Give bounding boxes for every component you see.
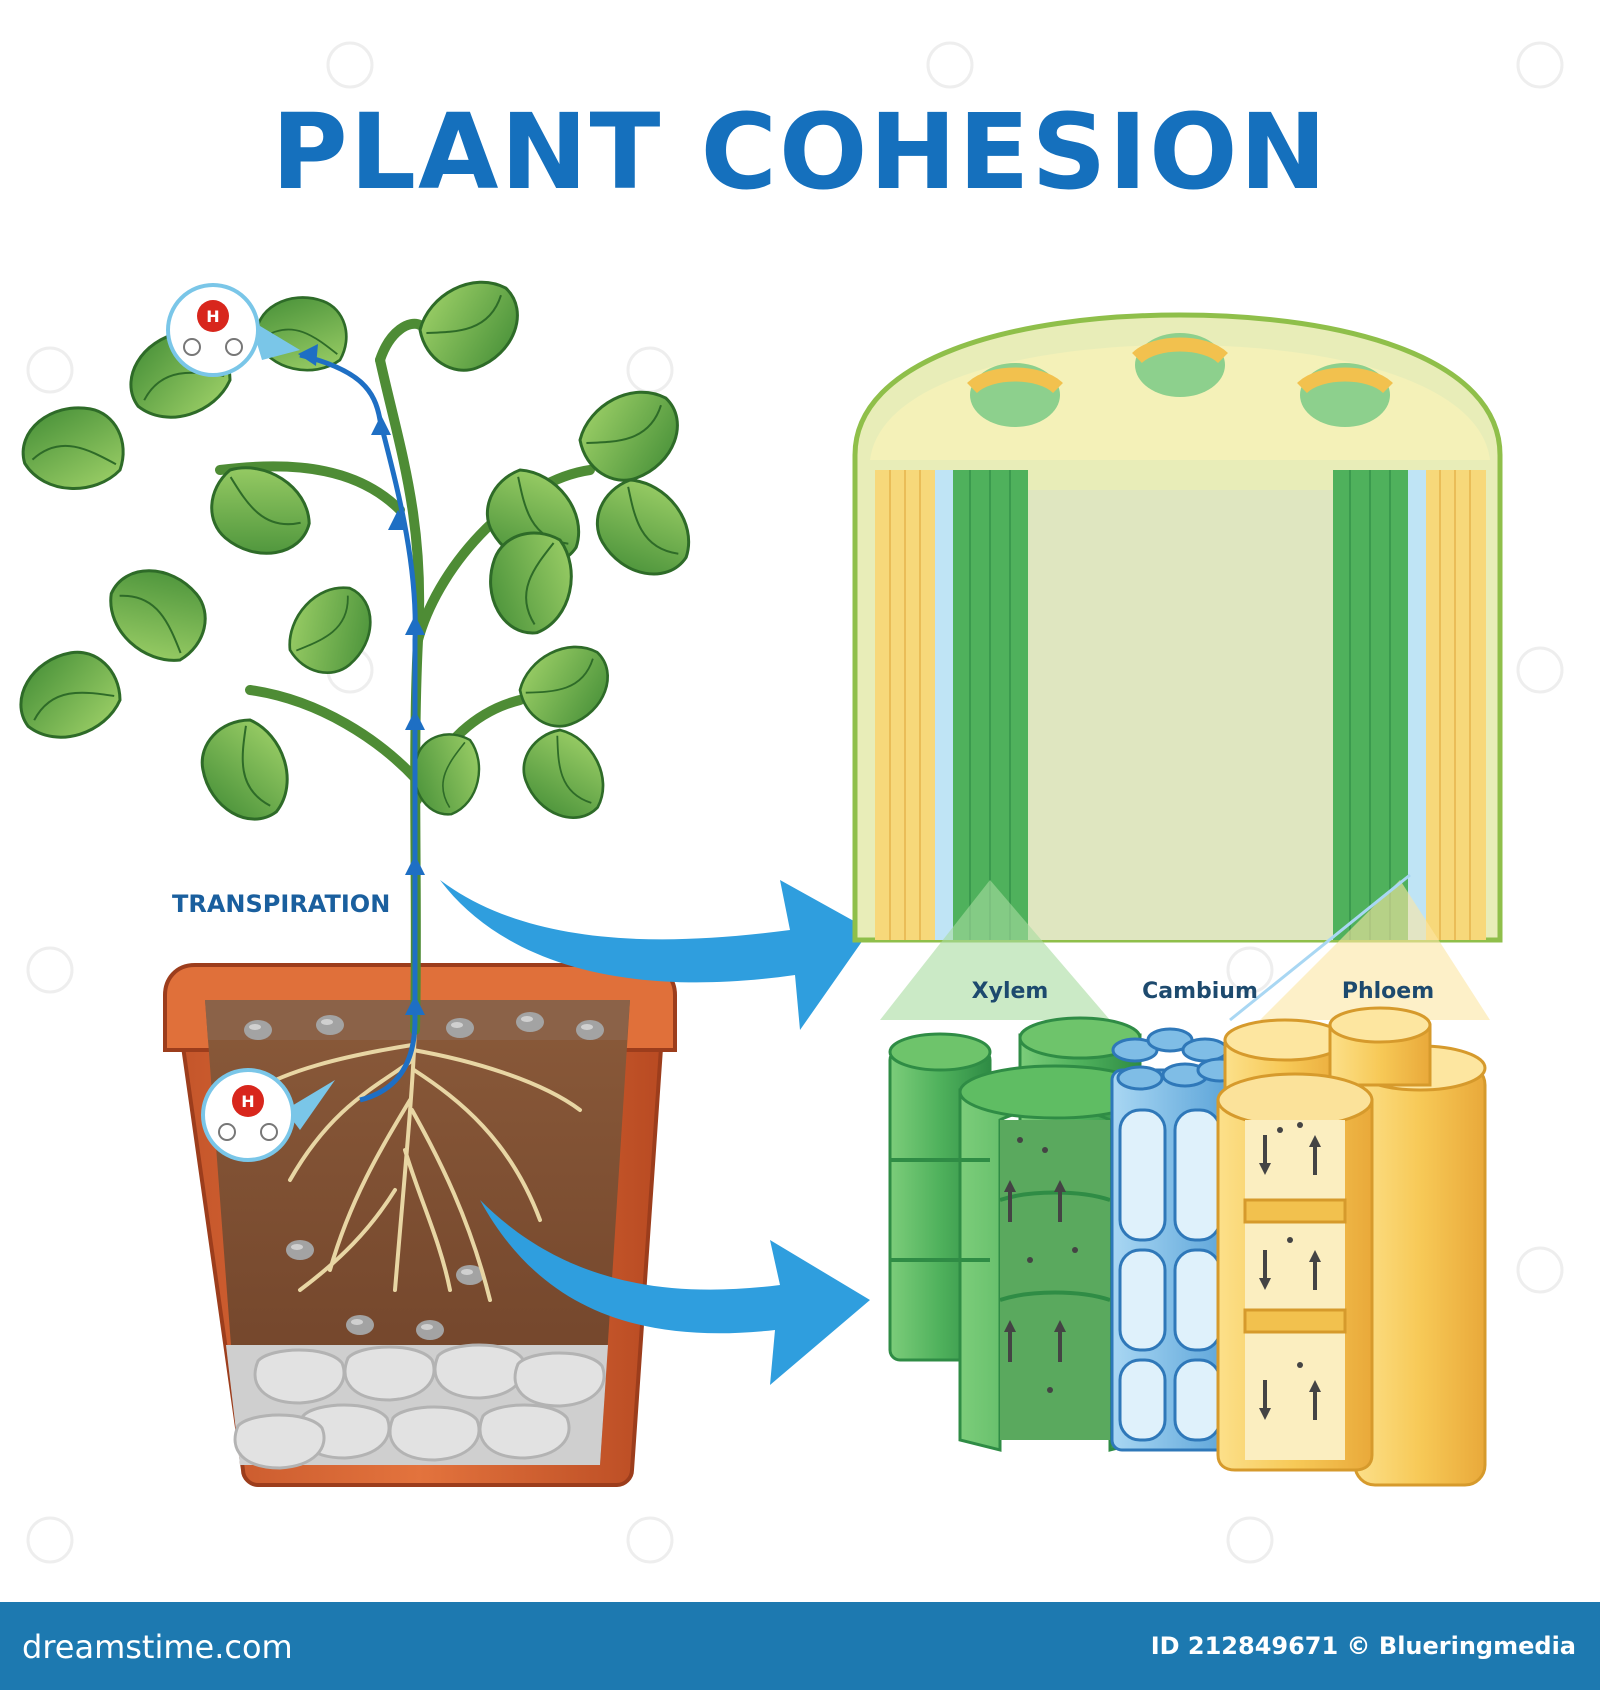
water-molecule-callout-top: H bbox=[166, 283, 300, 377]
stem-section bbox=[852, 312, 1503, 943]
molecule-symbol-soil: H bbox=[241, 1092, 254, 1111]
water-molecule-callout-soil: H bbox=[201, 1068, 335, 1162]
footer-id-credit: ID 212849671 © Blueringmedia bbox=[1150, 1632, 1576, 1660]
vascular-tissue-detail: Xylem Cambium Phloem bbox=[888, 979, 1487, 1487]
transpiration-label: TRANSPIRATION bbox=[172, 890, 390, 918]
xylem-label: Xylem bbox=[972, 979, 1049, 1004]
cohesion-illustration: H H TRANSPIRATION bbox=[11, 41, 1564, 1564]
arrow-to-stem-section bbox=[440, 880, 870, 1030]
page-title: PLANT COHESION bbox=[271, 91, 1329, 213]
cambium-label: Cambium bbox=[1142, 979, 1258, 1004]
arrow-to-vascular-tissue bbox=[480, 1200, 870, 1385]
footer-bar: dreamstime.com ID 212849671 © Blueringme… bbox=[0, 1602, 1600, 1690]
zoom-wedges bbox=[880, 873, 1490, 1022]
footer-brand: dreamstime.com bbox=[22, 1628, 293, 1666]
molecule-symbol-top: H bbox=[206, 307, 219, 326]
phloem-label: Phloem bbox=[1342, 979, 1434, 1004]
